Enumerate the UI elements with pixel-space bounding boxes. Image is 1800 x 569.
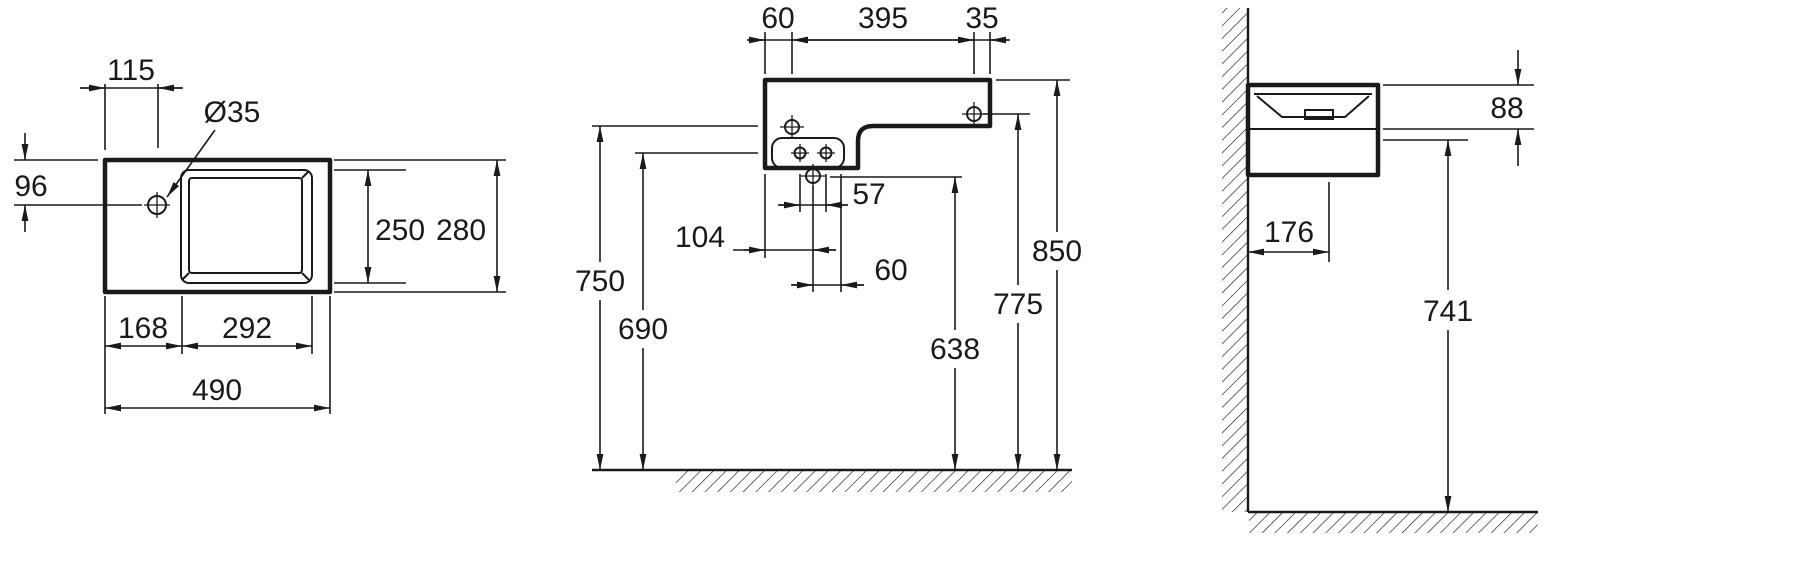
dim-96: 96 — [14, 133, 142, 232]
basin-outer-outline — [102, 157, 333, 295]
dim-label: 168 — [118, 312, 168, 345]
extension-lines — [1383, 84, 1534, 130]
side-view: 88 176 741 — [1222, 8, 1538, 533]
tap-hole-crosshair-icon — [144, 192, 170, 218]
dim-label: 741 — [1423, 295, 1473, 328]
extension-lines — [764, 174, 814, 292]
overflow-slot-outline — [1304, 109, 1334, 120]
extension-lines — [334, 159, 506, 293]
dim-115: 115 — [80, 54, 183, 150]
tap-hole-right-crosshair-icon — [962, 102, 986, 126]
dim-490: 490 — [105, 296, 331, 414]
dim-292: 292 — [182, 296, 313, 354]
fixing-bracket-outline — [771, 137, 845, 169]
ground-hatching — [676, 471, 1072, 492]
tap-hole-left-crosshair-icon — [780, 115, 804, 139]
dim-tap-diameter: Ø35 — [166, 96, 261, 198]
leader-arrow — [166, 129, 216, 198]
dim-label: 104 — [675, 221, 725, 254]
dim-57: 57 — [778, 174, 886, 212]
floor-hatching — [1249, 513, 1538, 533]
extension-lines — [14, 159, 142, 206]
dim-label: 490 — [192, 374, 242, 407]
plan-view: 115 Ø35 96 250 280 168 — [14, 54, 506, 414]
dim-label: 57 — [852, 178, 885, 211]
bowl-corner-lines — [181, 170, 310, 281]
dim-label: 250 — [375, 214, 425, 247]
dim-label: 60 — [874, 254, 907, 287]
dim-88: 88 — [1383, 50, 1534, 166]
dim-638: 638 — [830, 176, 980, 470]
dim-850: 850 — [996, 79, 1082, 470]
dim-label: 96 — [14, 170, 47, 203]
fixing-hole-left-crosshair-icon — [791, 144, 809, 162]
dim-176: 176 — [1248, 182, 1330, 262]
dim-top-chain: 60 395 35 — [747, 2, 1010, 74]
fixing-hole-right-crosshair-icon — [817, 144, 835, 162]
dim-label: Ø35 — [204, 96, 261, 129]
dim-label: 775 — [993, 288, 1043, 321]
dim-690: 690 — [618, 152, 758, 470]
dim-775: 775 — [983, 113, 1043, 470]
dim-label: 850 — [1032, 235, 1082, 268]
dim-741: 741 — [1383, 139, 1473, 512]
dim-104: 104 — [675, 174, 836, 292]
dim-label: 115 — [107, 54, 155, 87]
wall-hatching — [1222, 8, 1248, 512]
bowl-profile-line — [1256, 95, 1370, 118]
dim-label: 750 — [575, 265, 625, 298]
dim-750: 750 — [575, 125, 758, 470]
dim-label: 176 — [1264, 216, 1314, 249]
dim-label: 280 — [436, 214, 486, 247]
extension-lines — [104, 84, 159, 150]
bowl-rim-outline — [180, 169, 313, 284]
dim-250: 250 — [334, 169, 425, 284]
drain-hole-crosshair-icon — [801, 164, 825, 188]
dim-168: 168 — [104, 296, 183, 414]
dim-label: 395 — [858, 2, 908, 35]
front-view: 60 395 35 57 104 60 — [575, 2, 1082, 492]
dim-280: 280 — [334, 159, 506, 293]
dim-label: 60 — [761, 2, 794, 35]
dim-label: 638 — [930, 333, 980, 366]
dim-60-drain: 60 — [791, 174, 908, 292]
basin-front-outline — [762, 77, 993, 171]
extension-lines — [764, 32, 991, 74]
dim-label: 292 — [222, 312, 272, 345]
bowl-inner-outline — [188, 177, 303, 274]
dim-label: 88 — [1490, 92, 1523, 125]
dim-label: 690 — [618, 313, 668, 346]
dim-label: 35 — [965, 2, 998, 35]
